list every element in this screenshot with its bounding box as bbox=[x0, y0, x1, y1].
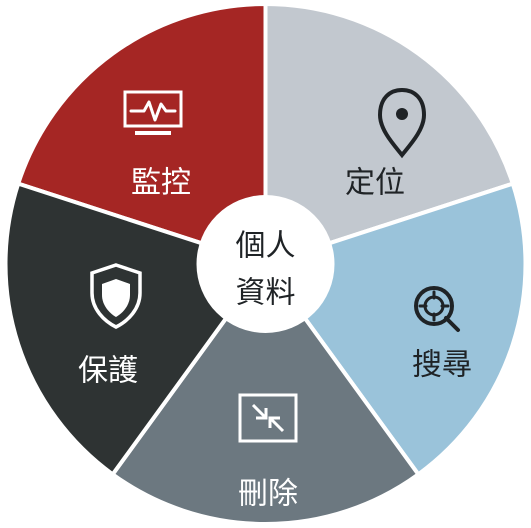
magnifier-target-icon bbox=[414, 286, 460, 332]
segment-label-monitor: 監控 bbox=[131, 166, 191, 201]
segment-label-locate: 定位 bbox=[345, 166, 405, 201]
center-title-line2: 資料 bbox=[236, 276, 296, 311]
segment-label-search: 搜尋 bbox=[412, 348, 472, 383]
shield-icon bbox=[90, 263, 142, 329]
center-title-line1: 個人 bbox=[236, 229, 296, 264]
monitor-icon bbox=[123, 90, 183, 135]
location-pin-icon bbox=[377, 87, 427, 159]
center-circle bbox=[196, 195, 335, 333]
compress-arrows-icon bbox=[238, 393, 298, 443]
segment-label-protect: 保護 bbox=[78, 354, 138, 389]
segment-label-delete: 刪除 bbox=[238, 477, 298, 512]
segment-locate[interactable] bbox=[263, 1, 516, 267]
